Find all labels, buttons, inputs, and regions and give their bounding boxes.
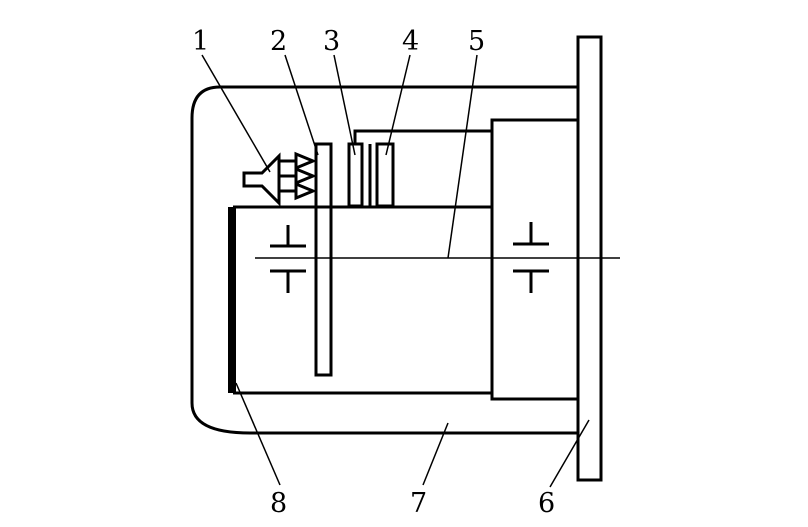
bearing-left <box>270 225 306 293</box>
label-6: 6 <box>538 488 555 519</box>
element-4 <box>375 142 395 208</box>
outer-housing <box>190 85 578 435</box>
light-source <box>242 152 281 207</box>
shaft-block <box>490 118 578 401</box>
dark-window <box>228 207 236 393</box>
label-1: 1 <box>192 26 209 57</box>
label-2: 2 <box>270 26 287 57</box>
slit-plate <box>314 142 333 377</box>
leader-lines <box>201 54 590 488</box>
label-3: 3 <box>323 26 340 57</box>
label-8: 8 <box>270 488 287 519</box>
label-5: 5 <box>468 26 485 57</box>
element-3 <box>347 142 364 208</box>
label-4: 4 <box>402 26 419 57</box>
light-rays <box>279 151 317 201</box>
bearing-right <box>513 222 549 293</box>
label-7: 7 <box>410 488 427 519</box>
connector-bracket <box>353 129 492 144</box>
